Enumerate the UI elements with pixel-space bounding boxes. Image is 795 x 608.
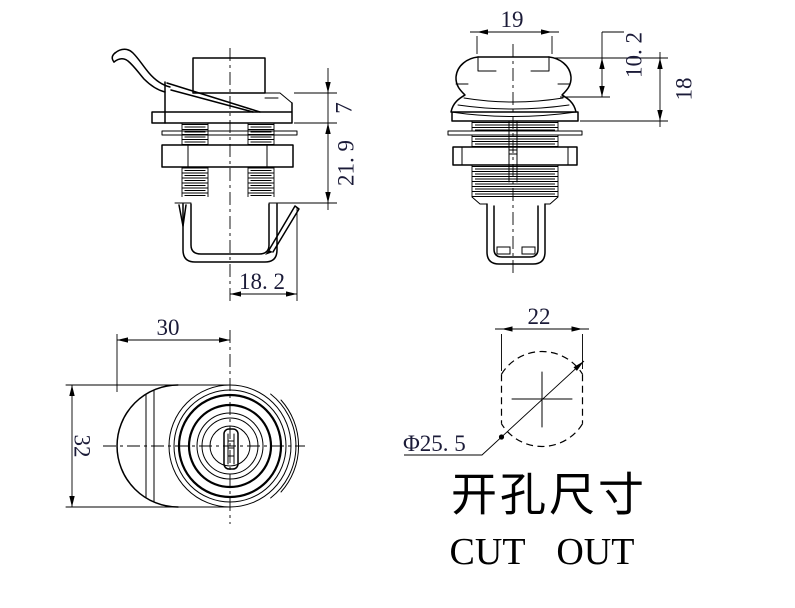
square-shaft	[471, 196, 559, 265]
front-view: 19 10. 2 18	[447, 7, 697, 274]
flange	[151, 102, 293, 124]
retaining-clip	[174, 202, 300, 263]
cutout-hole-outline	[500, 351, 584, 447]
dim-label-32: 32	[70, 435, 95, 458]
dimension-7: 7	[294, 68, 357, 210]
dimension-19: 19	[470, 7, 559, 54]
lever-handle	[111, 48, 261, 124]
body-outline	[65, 384, 299, 508]
cutout-caption-en: CUT OUT	[450, 531, 635, 573]
dimension-22: 22	[495, 304, 589, 371]
base-flange	[451, 111, 579, 122]
dimension-21-9: 21. 9	[284, 140, 359, 204]
dimension-18-2: 18. 2	[230, 207, 298, 301]
dim-label-diameter: Φ25. 5	[403, 431, 466, 456]
washer	[161, 130, 298, 136]
cutout-caption-cn: 开孔尺寸	[451, 470, 647, 521]
dim-label-19: 19	[501, 7, 524, 32]
cam-screw-slot	[508, 120, 518, 183]
top-view: 30 32	[65, 315, 305, 524]
dimension-32: 32	[69, 385, 95, 507]
knob	[192, 57, 293, 104]
dim-label-18: 18	[672, 78, 697, 101]
clip-spring-left	[178, 204, 187, 227]
thread-hatching-lower	[181, 167, 275, 197]
dimension-18: 18	[580, 52, 697, 127]
thread-hatching-upper	[181, 123, 275, 145]
dim-label-7: 7	[332, 102, 357, 114]
hex-nut	[161, 144, 294, 168]
cam-wedge	[164, 81, 261, 124]
dimension-diameter: Φ25. 5	[403, 360, 585, 456]
dim-label-10-2: 10. 2	[622, 32, 647, 78]
dim-label-22: 22	[528, 304, 551, 329]
thread-hatching	[471, 121, 559, 197]
side-view: 7 21. 9 18. 2	[111, 48, 359, 302]
dim-label-30: 30	[157, 315, 180, 340]
head-skirt	[450, 97, 577, 117]
clip-spring-right	[268, 205, 300, 253]
keyway	[223, 428, 239, 470]
head-knob	[450, 56, 577, 117]
dimension-30: 30	[116, 315, 230, 392]
dim-label-18-2: 18. 2	[239, 269, 285, 294]
dim-label-21-9: 21. 9	[334, 140, 359, 186]
cutout-view: 22 Φ25. 5 开孔尺寸 CUT OUT	[403, 304, 647, 573]
hex-nut	[452, 146, 578, 166]
washer	[447, 130, 583, 136]
dimension-10-2: 10. 2	[553, 31, 668, 98]
lock-cylinder-face	[173, 389, 287, 503]
